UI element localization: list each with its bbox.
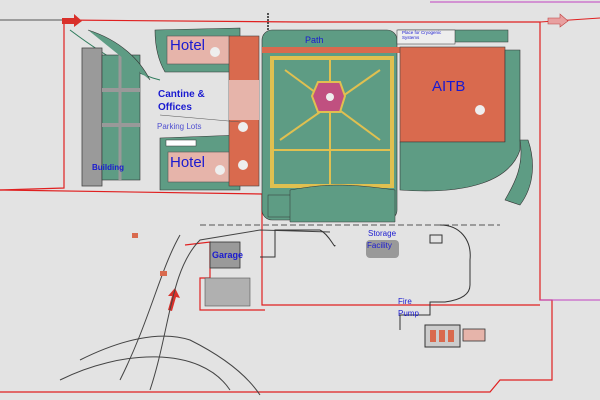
site-boundary-lower (0, 189, 540, 306)
label-storage: Storage (368, 229, 397, 238)
label-hotel-top: Hotel (170, 37, 206, 54)
label-building: Building (92, 163, 124, 172)
label-parking-lots: Parking Lots (157, 122, 202, 131)
label-path: Path (305, 35, 324, 45)
label-fire: Fire (398, 297, 412, 306)
label-cryogenic: Place for Cryogenic Systems (402, 30, 442, 40)
exit-arrow-icon (547, 13, 569, 28)
hatched-yard (204, 277, 251, 307)
site-boundary-inner (0, 24, 65, 191)
label-offices: Offices (158, 102, 192, 113)
storage-facility (366, 240, 399, 258)
aitb-building (399, 46, 506, 143)
garage-building (209, 241, 241, 269)
label-aitb: AITB (432, 78, 466, 95)
entry-arrow-icon (62, 14, 82, 27)
label-garage: Garage (212, 250, 244, 260)
place-for-cryogenic (396, 29, 456, 45)
label-hotel-bottom: Hotel (170, 154, 206, 171)
label-pump: Pump (398, 309, 419, 318)
label-cantine: Cantine & (158, 89, 205, 100)
label-facility: Facility (367, 241, 392, 250)
